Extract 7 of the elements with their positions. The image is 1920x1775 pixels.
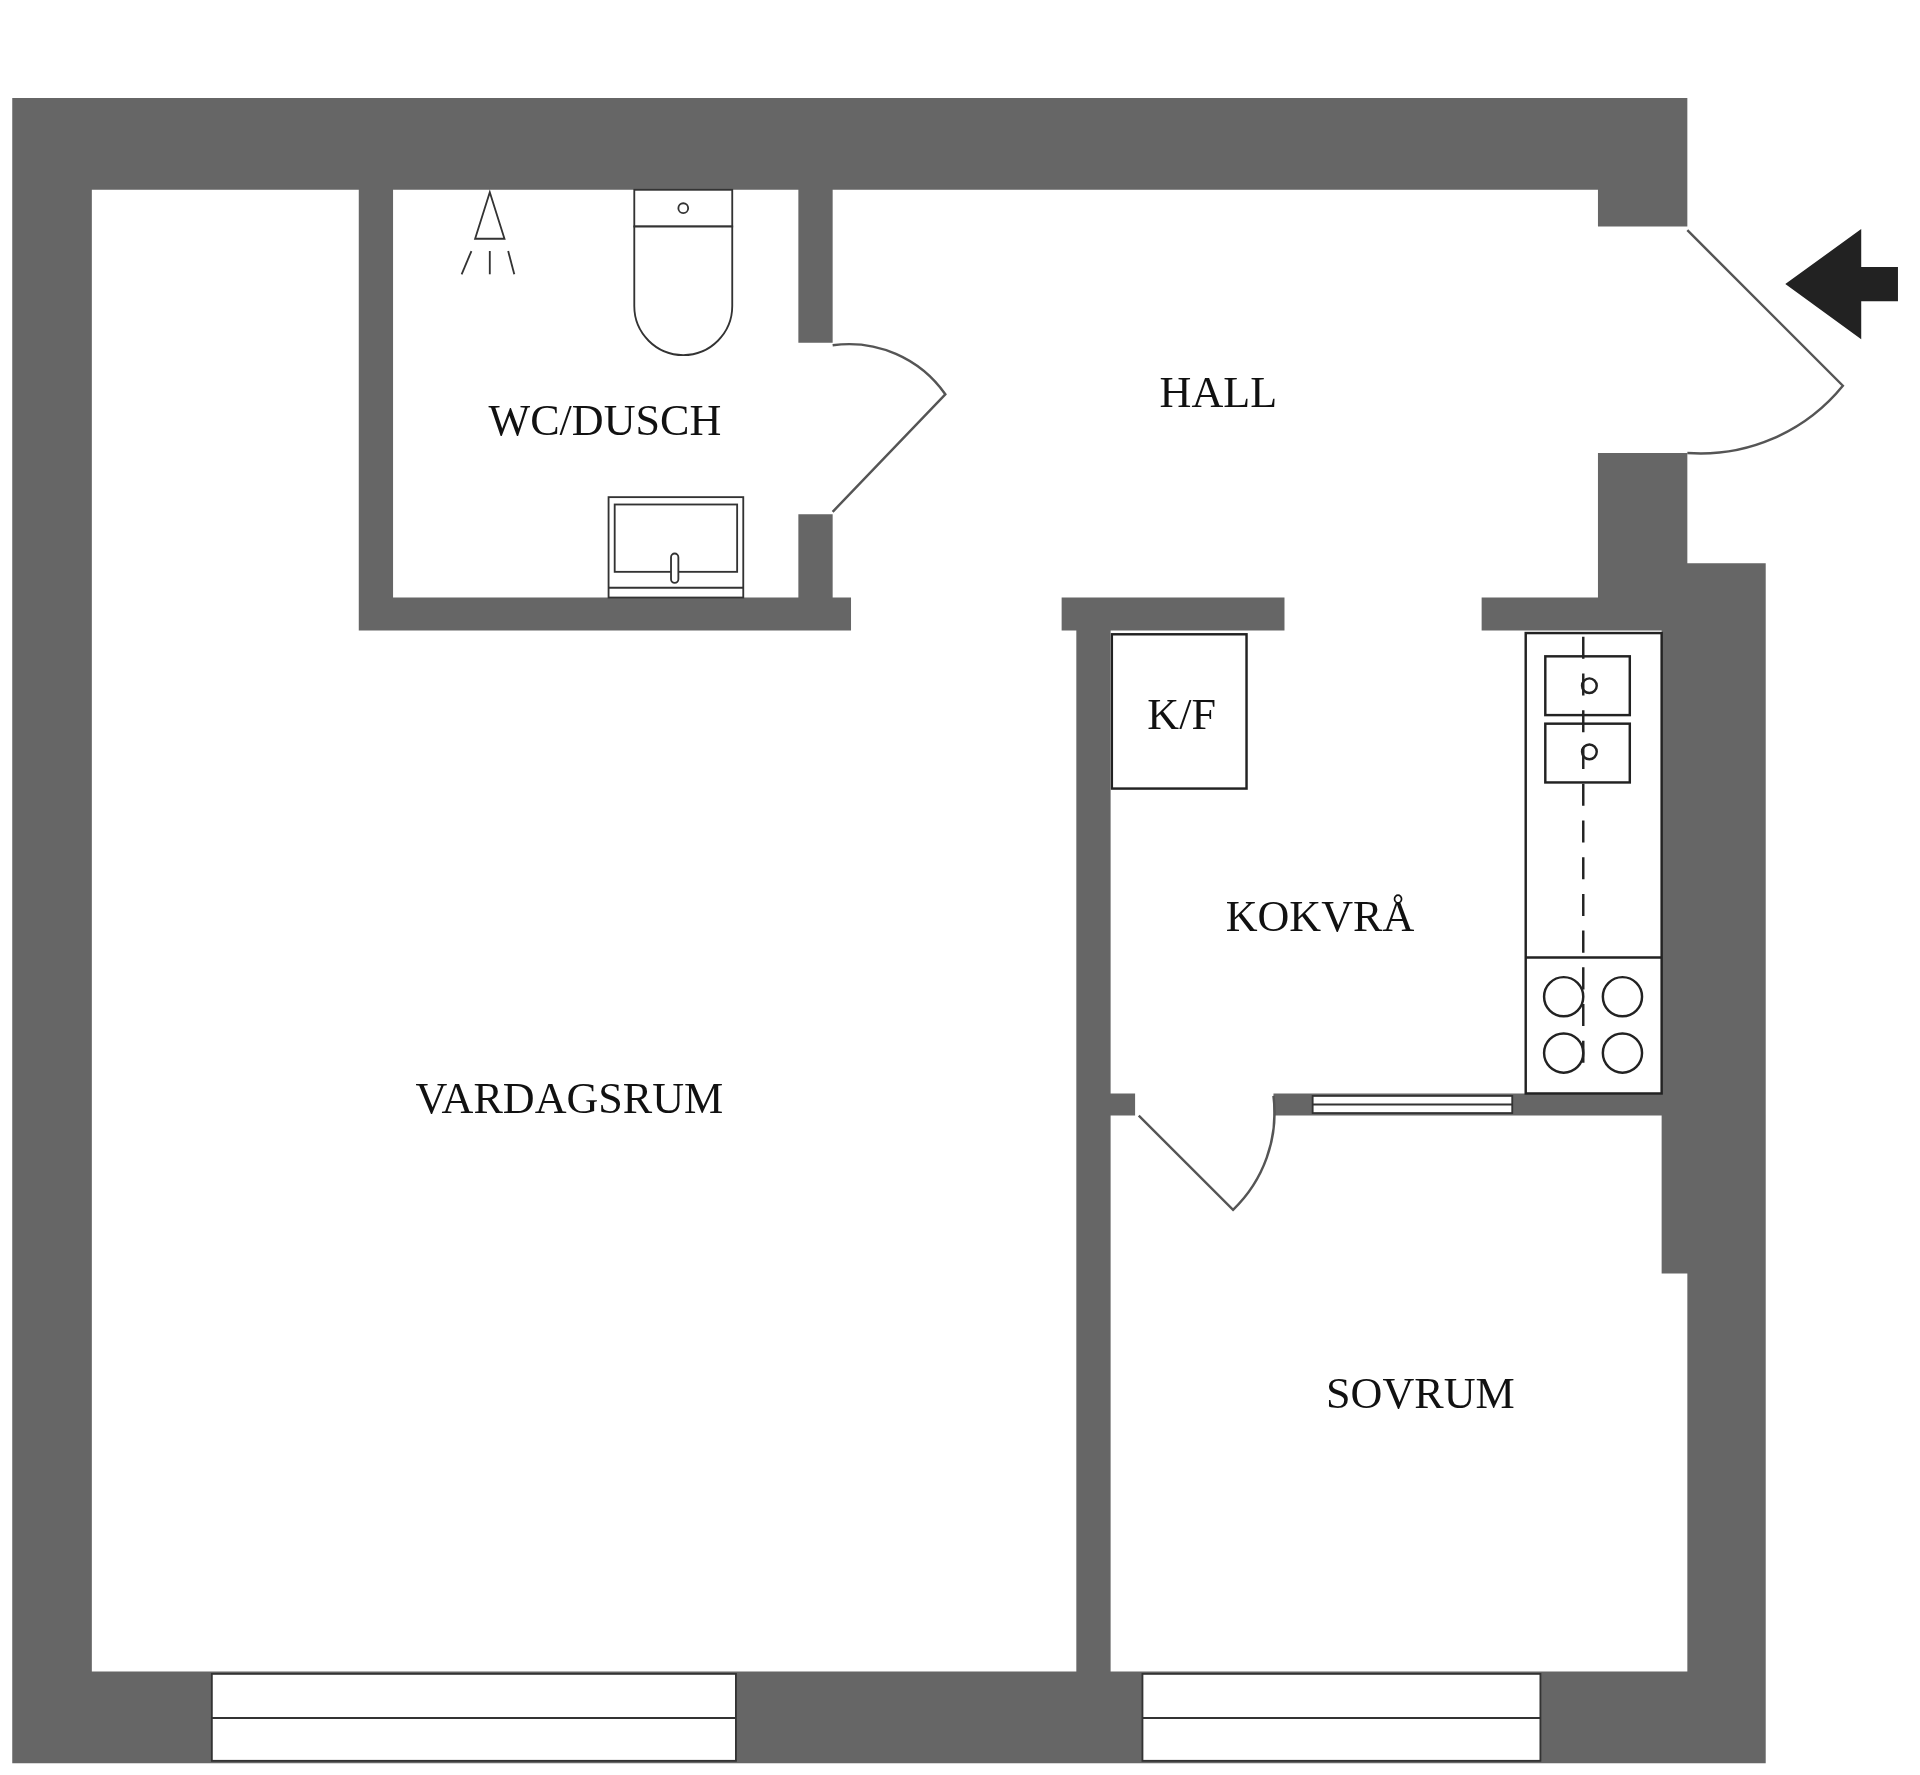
room-label: WC/DUSCH — [488, 397, 722, 443]
fridge-freezer-box — [1110, 633, 1248, 790]
room-label: SOVRUM — [1326, 1371, 1515, 1416]
room-label: HALL — [1159, 369, 1278, 414]
room-label: KOKVRÅ — [1225, 893, 1415, 938]
room-label: VARDAGSRUM — [415, 1076, 724, 1121]
appliance-label: K/F — [1147, 691, 1216, 736]
